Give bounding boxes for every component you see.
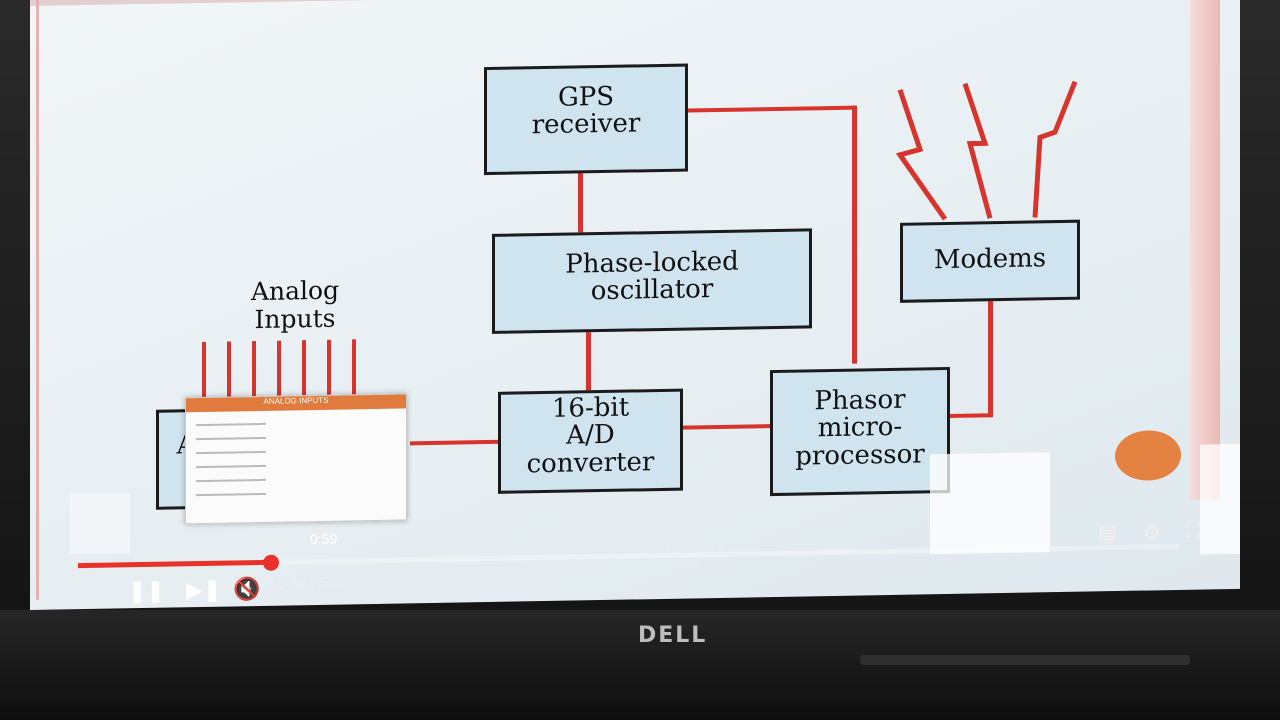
time-separator: / <box>311 575 316 593</box>
time-display: 0:56 / 5:28 <box>278 574 349 592</box>
modems-box: Modems <box>900 219 1080 303</box>
analog-input-line <box>327 339 331 400</box>
wire-gps-down <box>852 105 857 364</box>
slide-left-bar <box>36 0 39 600</box>
thumbnail-line <box>196 450 266 455</box>
ad-converter-box: 16-bit A/D converter <box>498 388 683 494</box>
next-icon: ▶❚ <box>186 576 222 603</box>
analog-line1: Analog <box>250 275 340 307</box>
progress-scrubber[interactable] <box>262 554 279 571</box>
progress-played <box>78 559 271 569</box>
analog-input-line <box>302 340 306 401</box>
slide-top-bar <box>30 0 1190 6</box>
pause-button[interactable]: ❚❚ <box>128 578 165 605</box>
wire-pll-adc <box>586 325 591 392</box>
thumbnail-line <box>196 422 266 427</box>
thumbnail-line <box>196 464 266 469</box>
wire-analog-adc <box>410 439 500 446</box>
video-player-controls: 0:59 Scroll for details ⌄ ❚❚ ▶❚ 🔇 0:56 / <box>78 519 1228 609</box>
thumbnail-header: ANALOG INPUTS <box>186 394 406 413</box>
wire-phasor-modem-h <box>948 413 992 418</box>
thumbnail-line <box>196 478 266 483</box>
wire-gps-right <box>688 105 856 113</box>
analog-inputs-label: Analog Inputs <box>215 276 375 334</box>
wire-adc-phasor <box>682 424 772 430</box>
analog-line2: Inputs <box>254 303 336 334</box>
wire-phasor-modem-v <box>988 291 993 418</box>
video-screen[interactable]: GPS receiver Phase-locked oscillator Mod… <box>30 0 1240 610</box>
dell-logo: DELL <box>638 623 708 648</box>
gps-receiver-box: GPS receiver <box>484 63 688 176</box>
volume-muted-icon: 🔇 <box>233 575 261 602</box>
chevron-down-icon: ⌄ <box>692 555 704 571</box>
current-time: 0:56 <box>278 575 308 593</box>
phasor-line3: processor <box>795 438 925 472</box>
antenna-icon <box>895 80 1078 221</box>
gear-icon: ⚙ <box>1143 522 1161 545</box>
hover-time-tooltip: 0:59 <box>310 530 338 548</box>
settings-button[interactable]: ⚙ <box>1143 520 1161 545</box>
monitor-stand-edge <box>860 655 1190 665</box>
next-button[interactable]: ▶❚ <box>186 577 221 604</box>
analog-input-line <box>202 341 206 402</box>
gps-line2: receiver <box>531 108 641 141</box>
fullscreen-icon: ⛶ <box>1186 519 1200 542</box>
thumbnail-line <box>196 492 266 497</box>
adc-line3: converter <box>526 446 655 479</box>
modems-label: Modems <box>933 243 1047 276</box>
phasor-line1: Phasor <box>814 384 906 417</box>
subtitles-button[interactable]: ▤ <box>1098 521 1117 546</box>
analog-input-line <box>277 340 281 401</box>
monitor-bezel <box>0 610 1280 720</box>
thumbnail-line <box>196 436 266 441</box>
phase-locked-oscillator-box: Phase-locked oscillator <box>492 228 812 334</box>
mute-button[interactable]: 🔇 <box>233 576 260 602</box>
pause-icon: ❚❚ <box>128 577 165 604</box>
analog-input-line <box>252 341 256 402</box>
slide-right-bar <box>1190 0 1220 500</box>
phasor-microprocessor-box: Phasor micro- processor <box>770 366 950 497</box>
subtitles-icon: ▤ <box>1098 523 1117 546</box>
fullscreen-button[interactable]: ⛶ <box>1186 520 1200 543</box>
duration: 5:28 <box>319 574 349 592</box>
analog-input-line <box>227 341 231 402</box>
orange-dot <box>1115 429 1181 482</box>
analog-input-line <box>352 339 356 400</box>
scrub-preview-thumbnail: ANALOG INPUTS <box>185 393 407 525</box>
pll-line2: oscillator <box>590 274 714 307</box>
wire-gps-pll <box>578 166 583 233</box>
